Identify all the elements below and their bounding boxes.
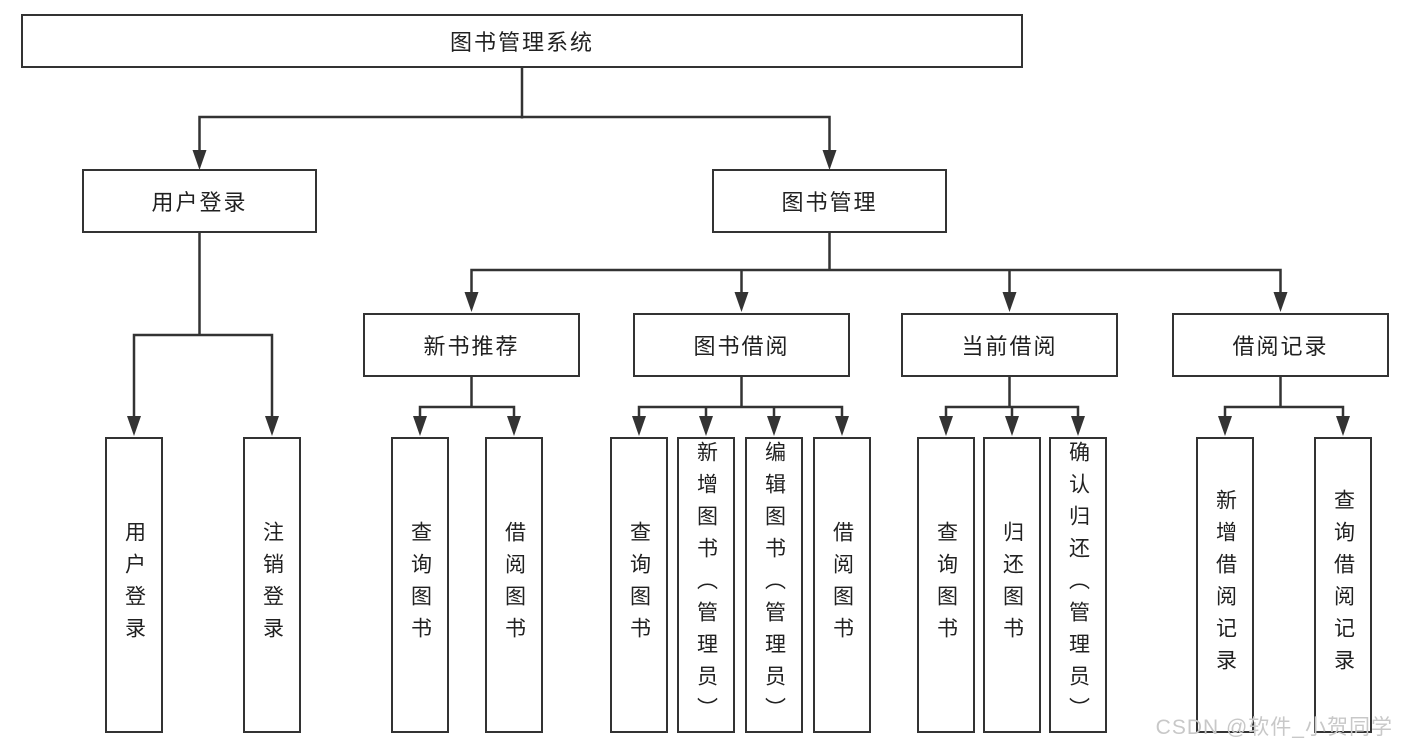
node-user-login: 用户登录 [82, 169, 317, 233]
connector-user-login-branch [127, 233, 279, 436]
leaf-borrow-books: 借阅图书 [813, 437, 871, 733]
node-borrowing-records: 借阅记录 [1172, 313, 1389, 377]
leaf-query-borrow-record: 查询借阅记录 [1314, 437, 1372, 733]
node-label: 查询借阅记录 [1331, 489, 1355, 681]
connector-current-borrowing-branch [939, 377, 1085, 436]
node-book-borrowing: 图书借阅 [633, 313, 850, 377]
node-label: 注销登录 [260, 521, 284, 649]
node-current-borrowing: 当前借阅 [901, 313, 1118, 377]
node-label: 新增图书（管理员） [694, 441, 718, 729]
arrowhead [1071, 416, 1085, 436]
node-label: 用户登录 [122, 521, 146, 649]
arrowhead [632, 416, 646, 436]
connector-borrowing-records-branch [1218, 377, 1350, 436]
leaf-confirm-return-admin: 确认归还（管理员） [1049, 437, 1107, 733]
connector-new-book-recommend-branch [413, 377, 521, 436]
arrowhead [822, 150, 837, 170]
node-book-management: 图书管理 [712, 169, 947, 233]
leaf-add-borrow-record: 新增借阅记录 [1196, 437, 1254, 733]
leaf-query-books-borrow: 查询图书 [610, 437, 668, 733]
arrowhead [1273, 292, 1288, 312]
node-label: 查询图书 [934, 521, 958, 649]
node-new-book-recommend: 新书推荐 [363, 313, 580, 377]
leaf-user-login: 用户登录 [105, 437, 163, 733]
leaf-query-books-current: 查询图书 [917, 437, 975, 733]
arrowhead [835, 416, 849, 436]
leaf-logout: 注销登录 [243, 437, 301, 733]
arrowhead [413, 416, 427, 436]
node-label: 借阅图书 [830, 521, 854, 649]
leaf-edit-book-admin: 编辑图书（管理员） [745, 437, 803, 733]
node-label: 借阅图书 [502, 521, 526, 649]
leaf-query-books-recommend: 查询图书 [391, 437, 449, 733]
watermark: CSDN @软件_小贺同学 [1155, 716, 1393, 739]
arrowhead [464, 292, 479, 312]
node-label: 图书管理 [781, 190, 878, 215]
node-library-management-system: 图书管理系统 [21, 14, 1023, 68]
node-label: 当前借阅 [961, 334, 1058, 359]
node-label: 图书管理系统 [449, 30, 594, 55]
leaf-add-book-admin: 新增图书（管理员） [677, 437, 735, 733]
connector-book-borrowing-branch [632, 377, 849, 436]
node-label: 借阅记录 [1232, 334, 1329, 359]
arrowhead [734, 292, 749, 312]
arrowhead [127, 416, 141, 436]
node-label: 图书借阅 [693, 334, 790, 359]
node-label: 归还图书 [1000, 521, 1024, 649]
arrowhead [1336, 416, 1350, 436]
arrowhead [192, 150, 207, 170]
leaf-return-book: 归还图书 [983, 437, 1041, 733]
arrowhead [507, 416, 521, 436]
node-label: 查询图书 [408, 521, 432, 649]
node-label: 用户登录 [151, 190, 248, 215]
node-label: 查询图书 [627, 521, 651, 649]
arrowhead [939, 416, 953, 436]
node-label: 确认归还（管理员） [1066, 441, 1090, 729]
node-label: 编辑图书（管理员） [762, 441, 786, 729]
connector-book-management-branch [464, 233, 1288, 312]
connector-root-to-level2 [192, 68, 837, 170]
node-label: 新增借阅记录 [1213, 489, 1237, 681]
leaf-borrow-books-recommend: 借阅图书 [485, 437, 543, 733]
arrowhead [1005, 416, 1019, 436]
arrowhead [1218, 416, 1232, 436]
arrowhead [1002, 292, 1017, 312]
arrowhead [767, 416, 781, 436]
arrowhead [265, 416, 279, 436]
node-label: 新书推荐 [423, 334, 520, 359]
arrowhead [699, 416, 713, 436]
